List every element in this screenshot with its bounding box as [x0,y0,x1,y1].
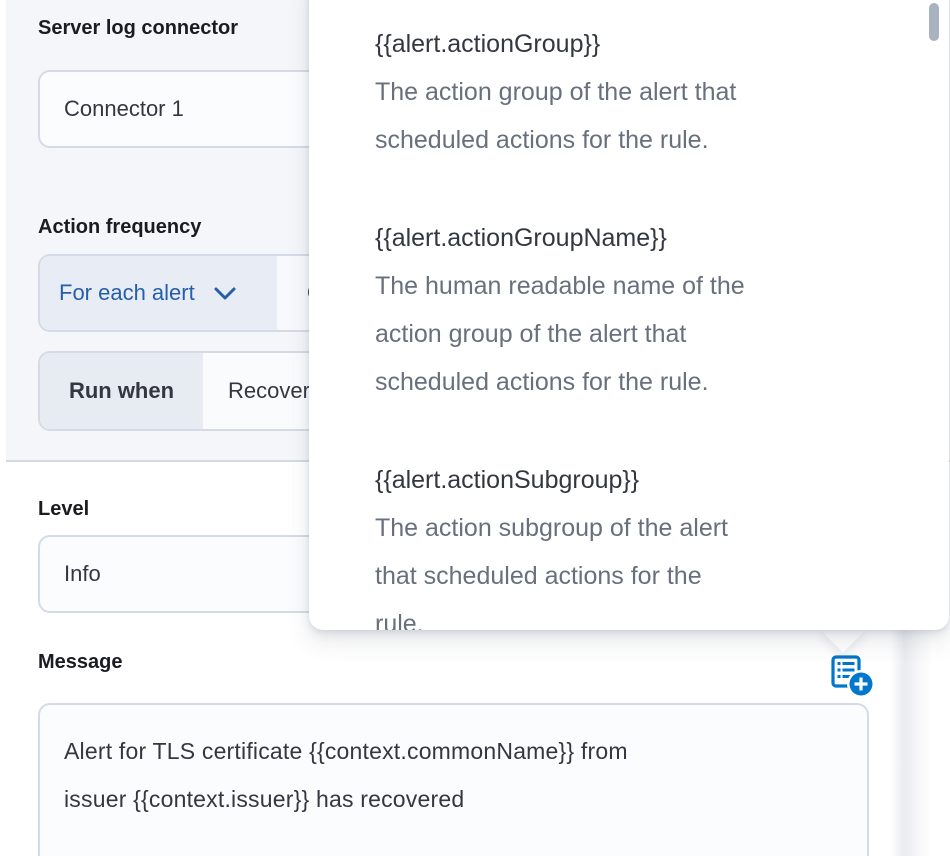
variables-list: {{alert.actionGroup}} The action group o… [309,0,949,630]
message-input[interactable]: Alert for TLS certificate {{context.comm… [38,703,869,856]
variable-item-actionSubgroup[interactable]: {{alert.actionSubgroup}} The action subg… [375,456,893,630]
variable-name: {{alert.actionGroup}} [375,30,601,58]
level-select-value: Info [64,561,101,586]
variable-description: The human readable name of the action gr… [375,272,745,396]
variable-item-actionGroup[interactable]: {{alert.actionGroup}} The action group o… [375,20,893,164]
variable-item-actionGroupName[interactable]: {{alert.actionGroupName}} The human read… [375,214,893,406]
variable-name: {{alert.actionGroupName}} [375,224,667,252]
frequency-select[interactable]: For each alert [40,256,277,330]
chevron-down-icon [214,287,236,300]
message-line: Alert for TLS certificate {{context.comm… [64,738,628,764]
connector-select-value: Connector 1 [64,96,184,121]
variable-description: The action subgroup of the alert that sc… [375,514,729,630]
variable-name: {{alert.actionSubgroup}} [375,466,640,494]
message-label: Message [38,651,123,673]
variables-popover: {{alert.actionGroup}} The action group o… [309,0,949,630]
popover-scrollbar-thumb[interactable] [929,3,939,41]
list-add-icon [831,655,875,698]
run-when-label: Run when [40,353,203,429]
action-frequency-label: Action frequency [38,216,202,238]
add-variable-button[interactable] [828,653,875,699]
variable-description: The action group of the alert that sched… [375,78,737,154]
message-line: issuer {{context.issuer}} has recovered [64,786,465,812]
frequency-select-value: For each alert [59,280,195,305]
scroll-shadow [890,630,932,856]
connector-section-title: Server log connector [38,17,239,39]
level-label: Level [38,498,90,520]
